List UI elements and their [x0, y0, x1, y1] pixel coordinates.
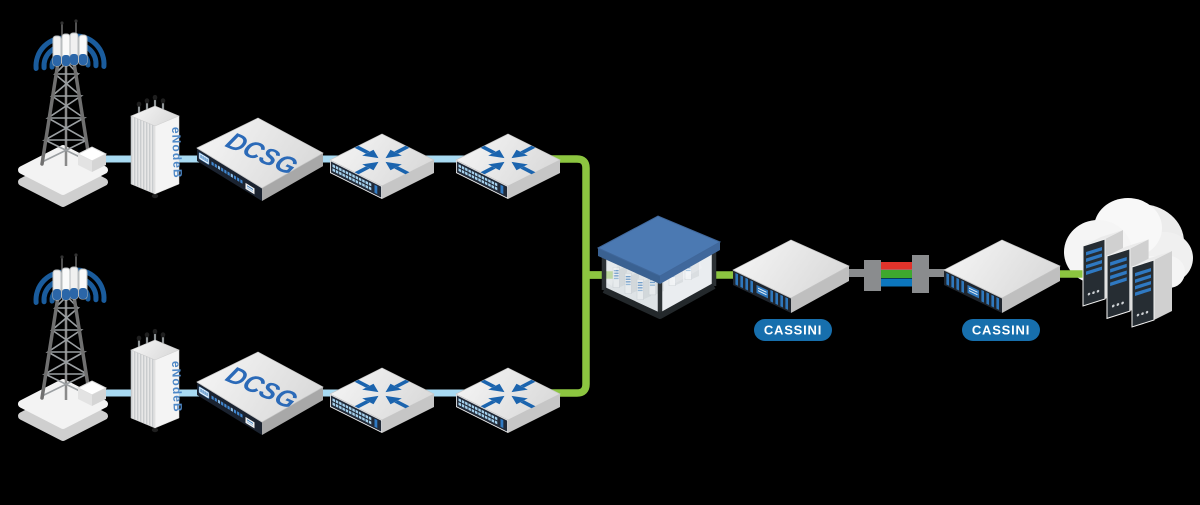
cassini-muxponder-icon	[943, 239, 1061, 314]
cassini-muxponder-icon	[732, 239, 850, 314]
enodeb-label: eNodeB	[169, 127, 185, 179]
cassini-badge: CASSINI	[754, 319, 832, 341]
cassini-badge: CASSINI	[962, 319, 1040, 341]
dwdm-fiber-wavelengths-icon	[842, 255, 952, 293]
dcsg-router-icon: DCSG	[196, 351, 324, 436]
aggregation-switch-icon	[455, 367, 561, 434]
enodeb-unit-icon: eNodeB	[129, 327, 185, 434]
cassini-badge-label: CASSINI	[972, 323, 1030, 338]
aggregation-trunk	[550, 155, 590, 397]
aggregation-switch-icon	[329, 133, 435, 200]
dcsg-router-icon: DCSG	[196, 117, 324, 202]
cell-tower-icon	[22, 253, 106, 437]
aggregation-switch-icon	[455, 133, 561, 200]
enodeb-unit-icon: eNodeB	[129, 93, 185, 200]
aggregation-switch-icon	[329, 367, 435, 434]
central-office-building-icon	[584, 215, 722, 319]
enodeb-label: eNodeB	[169, 361, 185, 413]
cassini-badge-label: CASSINI	[764, 323, 822, 338]
cell-tower-icon	[22, 19, 106, 203]
